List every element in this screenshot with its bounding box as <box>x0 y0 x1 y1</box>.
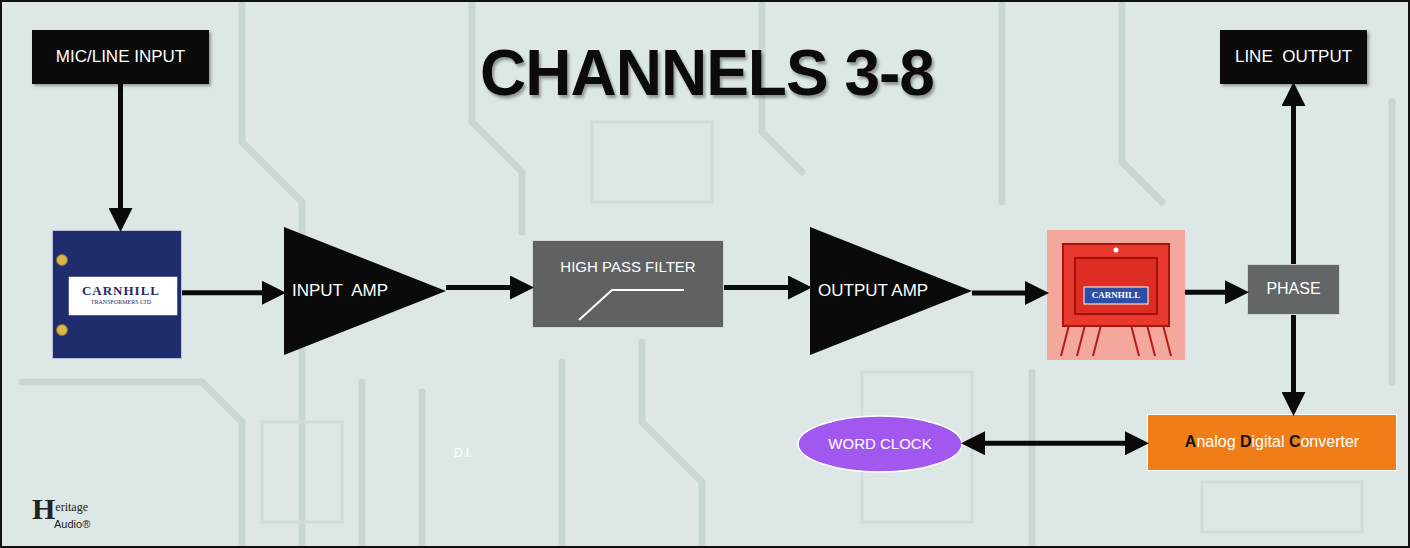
signal-arrow <box>182 290 274 295</box>
triangle-shape <box>810 227 972 355</box>
pcb-trace <box>559 362 566 548</box>
pcb-pad <box>1202 482 1362 532</box>
node-text: HIGH PASS FILTER <box>560 258 695 275</box>
amplifier-triangle: INPUT AMP <box>284 227 446 355</box>
wire-lead <box>1131 325 1139 356</box>
node-text: TRANSFORMERS LTD <box>91 299 151 306</box>
signal-arrow <box>118 84 123 220</box>
node-text: CARNHILL <box>1092 290 1141 300</box>
signal-arrow <box>972 291 1037 296</box>
pcb-trace <box>999 2 1006 202</box>
transformer-body <box>53 231 182 359</box>
node-text: CARNHILL <box>82 284 160 299</box>
wire-lead <box>1147 325 1155 356</box>
transformer-label-plate <box>68 276 178 316</box>
pcb-trace <box>22 382 242 548</box>
ellipse-shape <box>798 416 962 472</box>
node-text: Analog Digital Converter <box>1185 433 1359 451</box>
di-label: D.I. <box>454 446 473 460</box>
transformer-core <box>1075 258 1157 314</box>
diagram-title: CHANNELS 3-8 <box>2 36 1410 110</box>
screw-symbol <box>57 255 68 266</box>
clock-ellipse: WORD CLOCK <box>797 415 963 473</box>
converter-box: Analog Digital Converter <box>1147 414 1397 471</box>
signal-arrow <box>1185 290 1237 295</box>
signal-arrow <box>1291 94 1296 264</box>
wire-lead <box>1163 325 1171 356</box>
output-box: LINE OUTPUT <box>1220 30 1367 84</box>
node-text: PHASE <box>1266 280 1320 298</box>
signal-arrow <box>973 441 1137 446</box>
pcb-pad <box>262 422 342 522</box>
signal-arrow <box>446 285 522 290</box>
triangle-shape <box>284 227 446 355</box>
pcb-trace <box>1122 2 1162 202</box>
signal-arrow <box>724 285 800 290</box>
pcb-trace <box>472 2 522 232</box>
pcb-trace <box>1029 372 1036 548</box>
node-text: MIC/LINE INPUT <box>56 47 185 67</box>
amplifier-triangle: OUTPUT AMP <box>810 227 972 355</box>
phase-box: PHASE <box>1247 264 1340 315</box>
screw-symbol <box>57 325 68 336</box>
filter-body <box>533 241 724 328</box>
pcb-trace <box>642 342 702 548</box>
wire-lead <box>1093 325 1101 356</box>
node-text: WORD CLOCK <box>828 435 931 452</box>
wire-lead <box>1077 325 1085 356</box>
pcb-pad <box>592 122 712 202</box>
filter-box: HIGH PASS FILTER <box>532 240 724 328</box>
signal-arrow <box>1291 315 1296 404</box>
input-transformer: CARNHILLTRANSFORMERS LTD <box>52 230 182 359</box>
transformer-backdrop <box>1047 230 1185 360</box>
transformer-wires <box>1061 325 1171 356</box>
pcb-trace <box>1389 102 1396 382</box>
transformer-frame <box>1063 244 1169 326</box>
highpass-curve <box>579 290 684 320</box>
node-text: OUTPUT AMP <box>818 281 928 301</box>
transformer-label-plate <box>1084 287 1148 304</box>
wire-lead <box>1061 325 1069 356</box>
input-box: MIC/LINE INPUT <box>32 30 209 84</box>
mount-hole <box>1114 248 1119 253</box>
hpf-outline <box>532 240 724 328</box>
output-transformer: CARNHILL <box>1047 230 1185 360</box>
pcb-trace <box>359 382 366 548</box>
node-text: LINE OUTPUT <box>1235 47 1352 67</box>
pcb-trace <box>419 392 426 548</box>
node-text: INPUT AMP <box>292 281 388 301</box>
brand-logo: Audio® <box>54 518 90 530</box>
